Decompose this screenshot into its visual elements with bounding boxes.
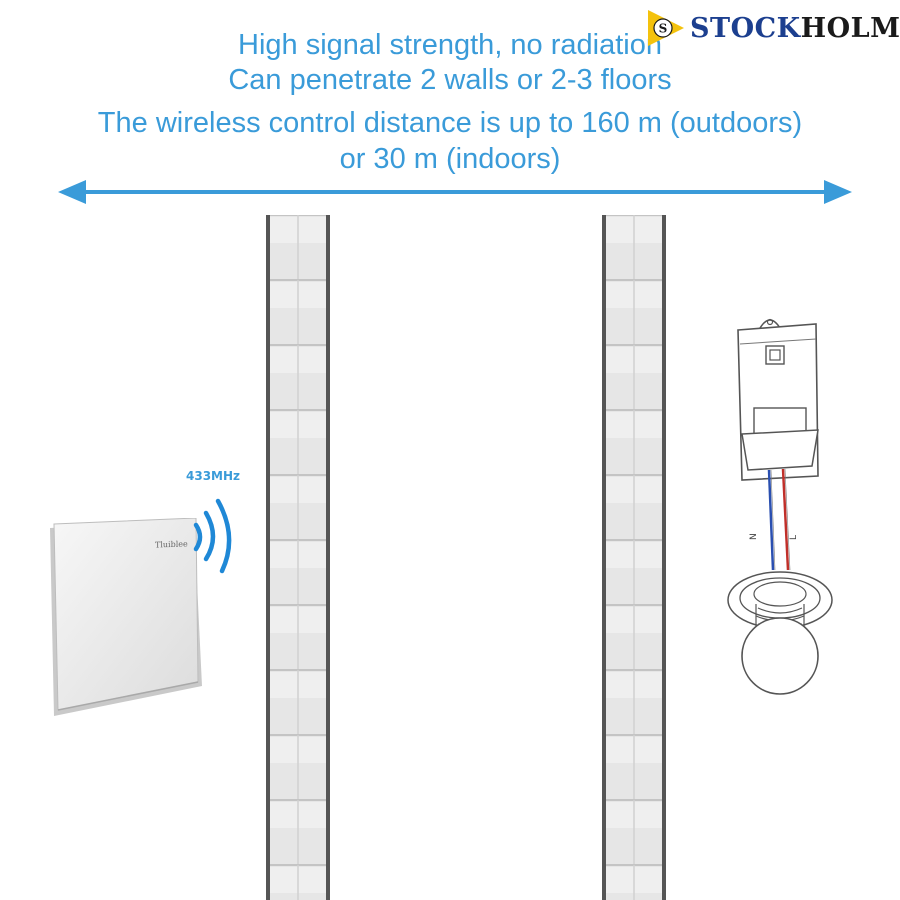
receiver-module: N L <box>737 318 819 571</box>
wall-edge <box>266 215 270 900</box>
frequency-label: 433MHz <box>186 469 241 483</box>
headline-line-3: The wireless control distance is up to 1… <box>97 107 803 139</box>
wall-left <box>266 215 330 900</box>
headline-line-4: or 30 m (indoors) <box>339 143 561 175</box>
wire-label-l: L <box>789 535 799 540</box>
brand-badge-icon: S <box>648 10 684 46</box>
brand-logo: S STOCKHOLM <box>646 8 900 48</box>
brand-name-part-1: STOCK <box>690 12 801 44</box>
wall-edge <box>602 215 606 900</box>
double-arrow-icon <box>58 180 852 204</box>
wall-right <box>602 215 666 900</box>
brand-name: STOCKHOLM <box>690 13 900 44</box>
wall-edge <box>326 215 330 900</box>
wireless-switch <box>50 518 202 716</box>
headline-line-1: High signal strength, no radiation <box>238 29 662 61</box>
headline-line-2: Can penetrate 2 walls or 2-3 floors <box>228 64 672 96</box>
brand-name-part-2: HOLM <box>800 12 900 44</box>
wire-label-n: N <box>749 533 759 540</box>
wall-edge <box>662 215 666 900</box>
wifi-waves-icon <box>193 498 232 574</box>
bulb-icon <box>727 571 833 695</box>
brand-badge-letter: S <box>659 22 668 36</box>
